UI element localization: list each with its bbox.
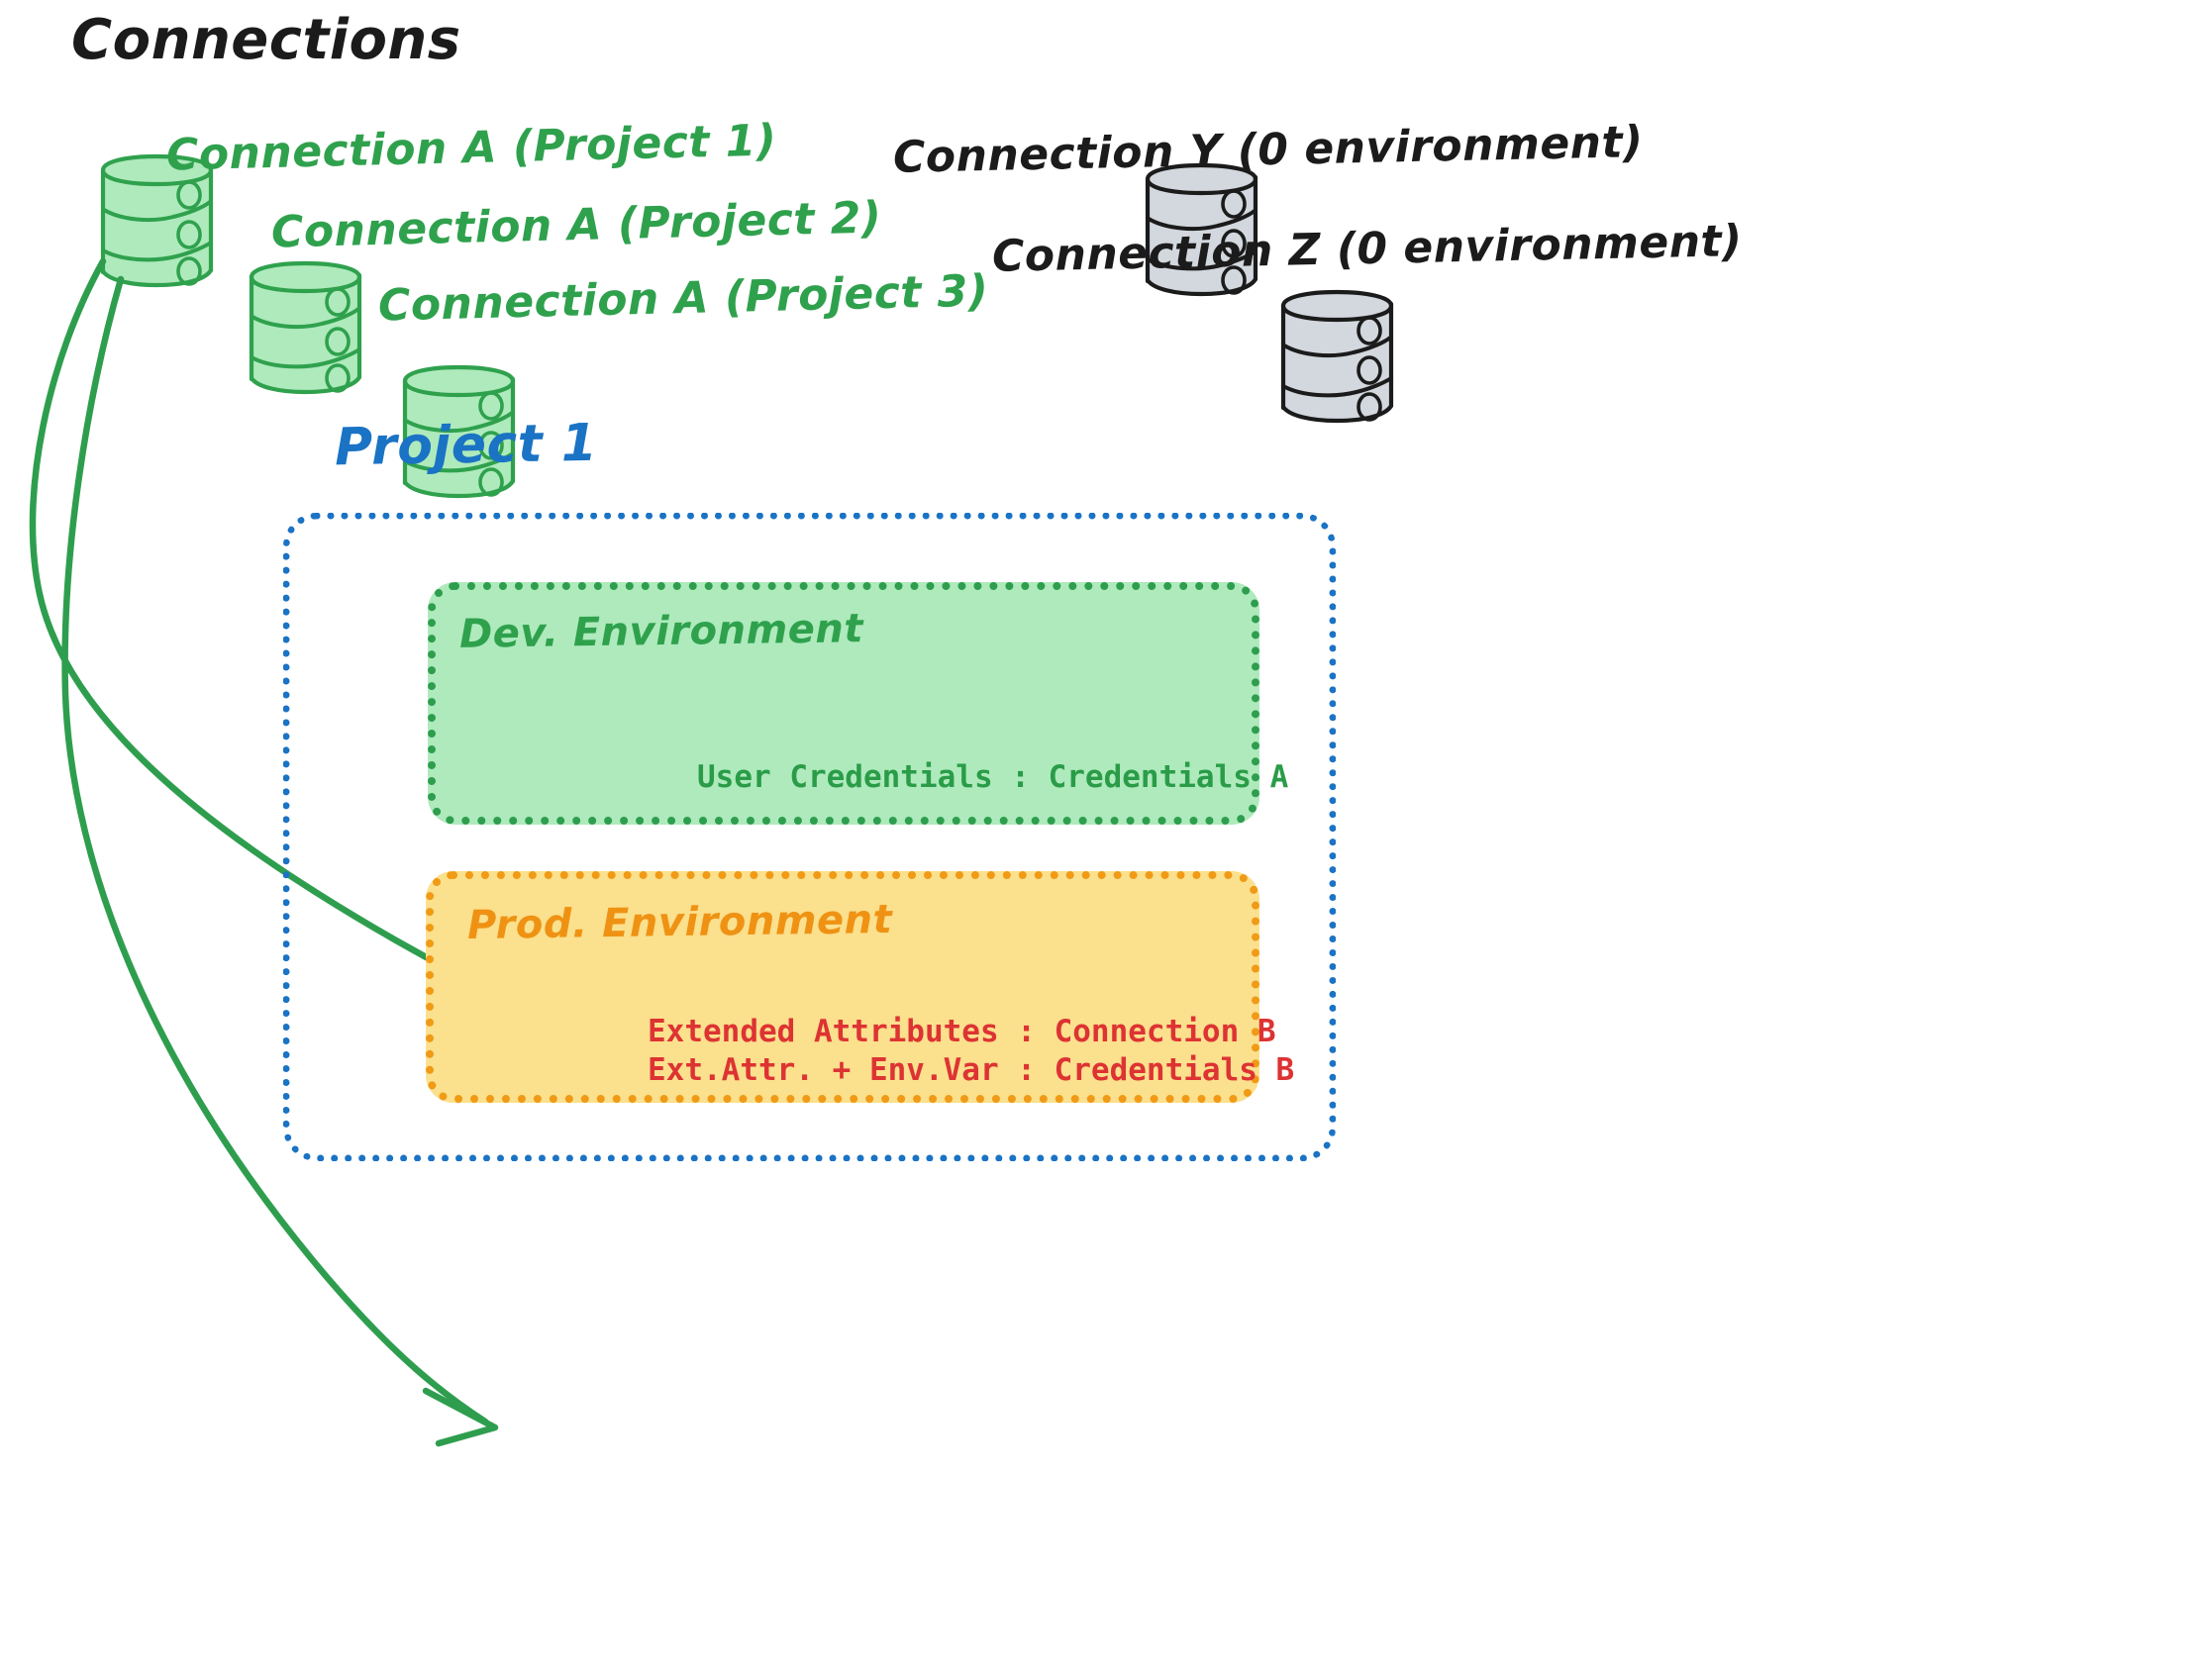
- page-title: Connections: [71, 8, 461, 72]
- prod-environment-box: [426, 871, 1259, 1103]
- dev-environment-box: [428, 582, 1259, 825]
- dev-environment-title: Dev. Environment: [458, 606, 864, 657]
- arrow-connection-a-to-prod-environment: [61, 275, 499, 1447]
- prod-environment-row-ext-attr-env-var: Ext.Attr. + Env.Var : Credentials B: [648, 1052, 1295, 1089]
- prod-environment-title: Prod. Environment: [466, 897, 893, 948]
- project-title: Project 1: [334, 413, 598, 478]
- dev-environment-row-user-credentials: User Credentials : Credentials A: [697, 759, 1289, 795]
- database-icon-connection-z: [1281, 291, 1391, 421]
- project-1-container: [283, 513, 1336, 1161]
- prod-environment-rows: Extended Attributes : Connection B Ext.A…: [648, 1013, 1294, 1090]
- database-icon-connection-a-project-2: [250, 262, 359, 392]
- prod-environment-row-extended-attributes: Extended Attributes : Connection B: [648, 1014, 1276, 1049]
